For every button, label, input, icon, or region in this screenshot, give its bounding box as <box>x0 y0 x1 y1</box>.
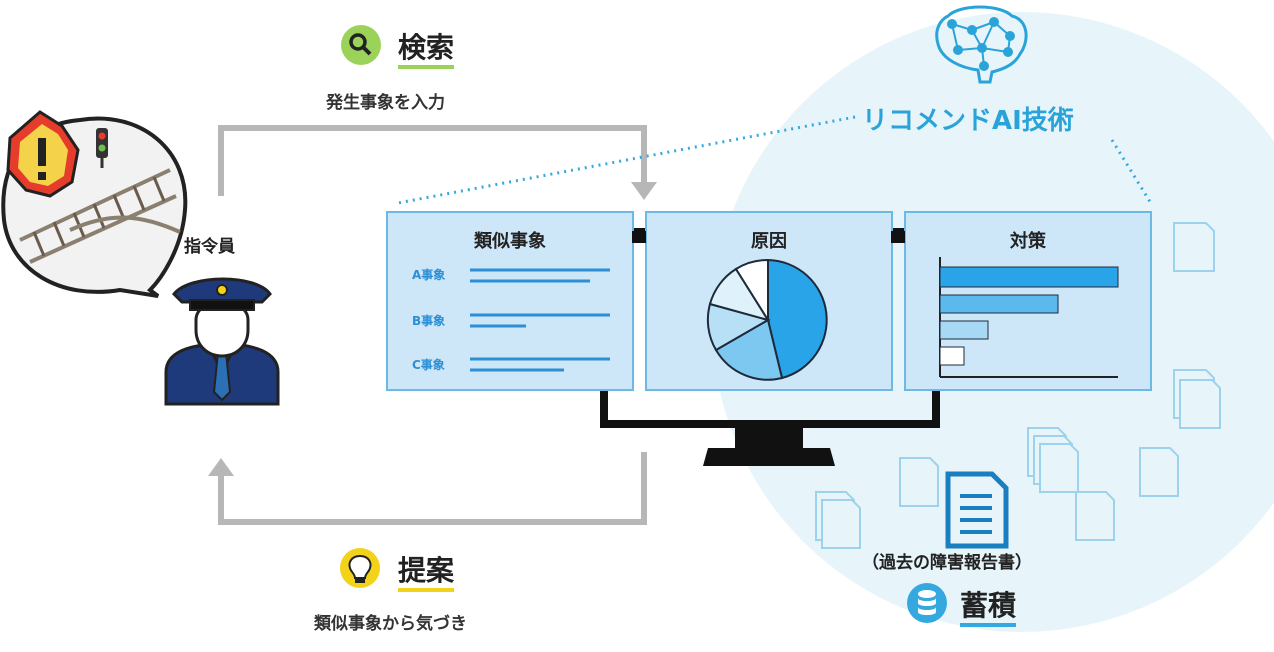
report-caption: （過去の障害報告書） <box>862 553 1032 573</box>
row-label-b: B事象 <box>412 314 446 328</box>
railway-track-icon <box>19 168 181 264</box>
panel-similar-events: 類似事象 A事象 B事象 C事象 <box>386 211 634 391</box>
row-label-a: A事象 <box>412 268 446 282</box>
report-document-icon <box>945 471 1009 549</box>
database-icon-graphic <box>907 583 947 623</box>
panel-cause: 原因 <box>645 211 893 391</box>
search-title: 検索 <box>398 26 455 69</box>
brain-network-icon <box>935 5 1028 84</box>
ai-dotted-right <box>1110 139 1154 206</box>
row-label-c: C事象 <box>412 358 445 372</box>
document-icons-background <box>815 222 1221 549</box>
search-subtitle: 発生事象を入力 <box>326 93 445 113</box>
arrow-head-down <box>631 182 657 200</box>
panel-cause-title: 原因 <box>751 231 787 252</box>
lightbulb-icon-graphic <box>340 548 380 588</box>
arrow-head-up <box>208 458 234 476</box>
panel-measure-title: 対策 <box>1010 231 1046 252</box>
suggest-title: 提案 <box>398 549 455 592</box>
panel-similar-title: 類似事象 <box>474 231 546 252</box>
ai-dotted-left <box>397 115 856 205</box>
station-staff-icon <box>164 277 280 406</box>
warning-icon <box>6 110 80 198</box>
storage-title: 蓄積 <box>960 584 1017 627</box>
signal-light-icon <box>96 128 108 168</box>
cause-pie-chart <box>706 258 828 381</box>
similar-lines <box>470 268 610 372</box>
search-icon-graphic <box>341 25 381 65</box>
panel-connector-left <box>632 231 646 243</box>
alert-bubble <box>1 110 188 298</box>
suggest-subtitle: 類似事象から気づき <box>314 614 467 634</box>
dispatcher-label: 指令員 <box>184 237 235 257</box>
measures-bar-chart <box>939 257 1119 378</box>
panel-measures: 対策 <box>904 211 1152 391</box>
ai-technology-title: リコメンドAI技術 <box>862 106 1074 136</box>
panel-connector-right <box>891 231 905 243</box>
flow-arrows <box>218 125 647 525</box>
